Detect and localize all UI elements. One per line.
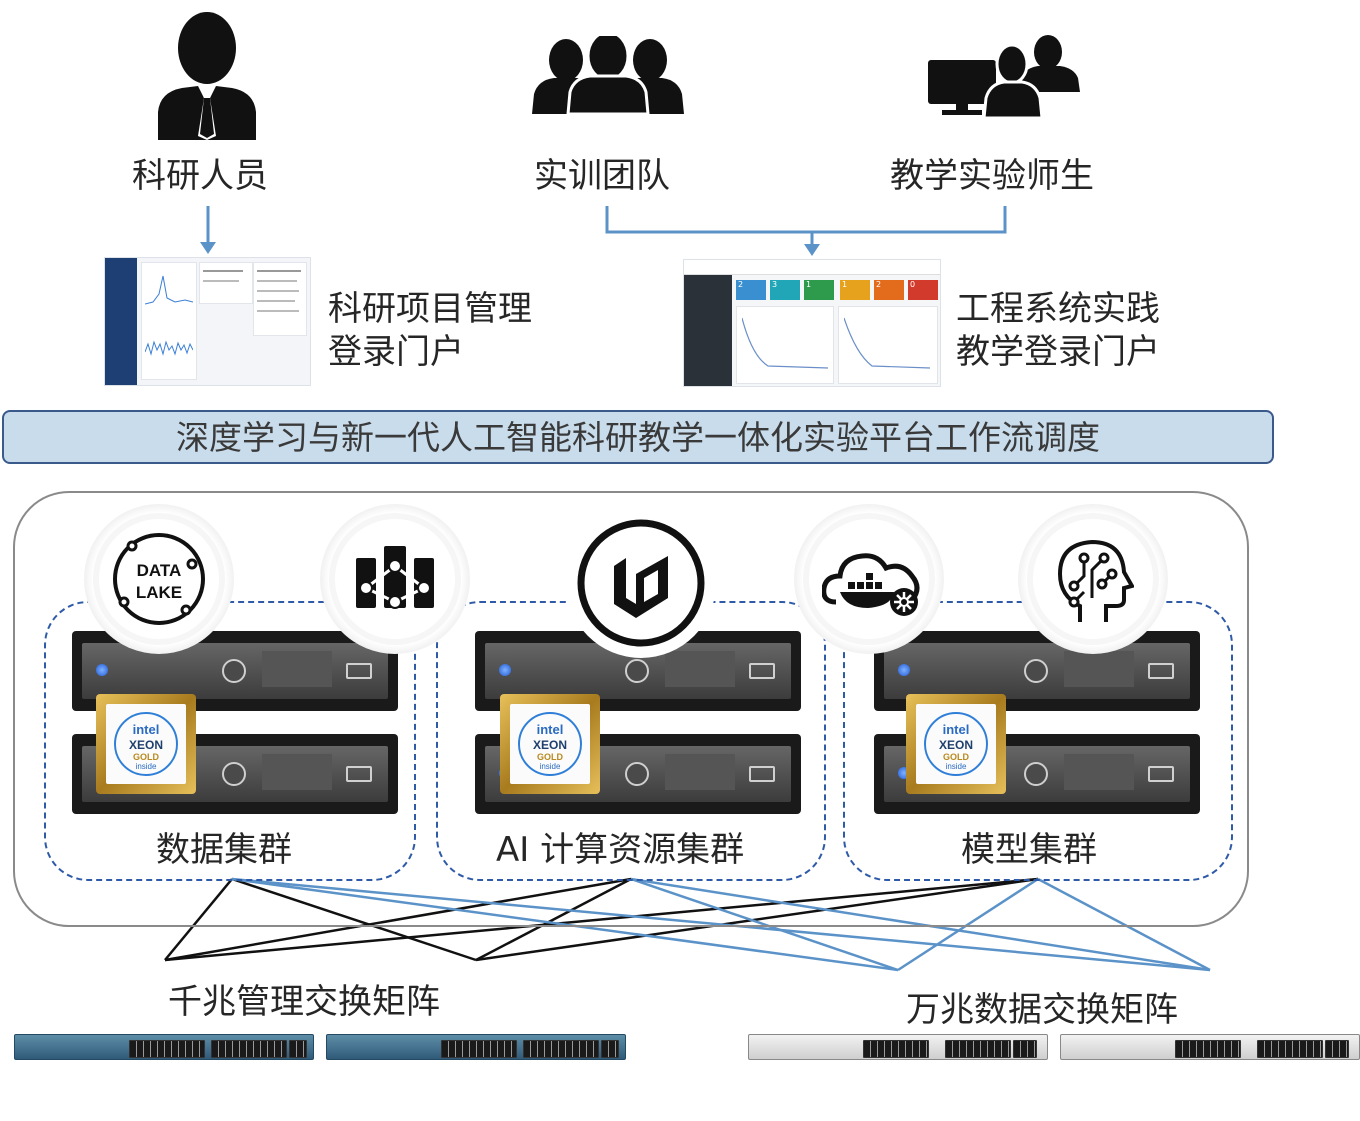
intel-xeon-gold-badge: intel XEON GOLD inside [500, 694, 600, 794]
engineering-portal-label-1: 工程系统实践 [956, 289, 1160, 329]
badge-brand: intel [942, 722, 970, 737]
badge-product: XEON [128, 738, 163, 752]
teachers-students-icon [928, 35, 1080, 118]
research-portal-label-1: 科研项目管理 [328, 289, 532, 329]
ten-gigabit-switch-label: 万兆数据交换矩阵 [906, 990, 1178, 1030]
server-network-icon [356, 546, 434, 609]
dashboard-tile: 1 [840, 280, 870, 300]
ai-compute-cluster-label: AI 计算资源集群 [496, 830, 745, 870]
badge-tier: GOLD [133, 752, 159, 762]
data-lake-icon: DATA LAKE [113, 533, 205, 625]
docker-cloud-icon [822, 553, 920, 616]
intel-xeon-gold-badge: intel XEON GOLD inside [96, 694, 196, 794]
ai-brain-head-icon [1057, 539, 1134, 622]
dashboard-tile: 1 [804, 280, 834, 300]
badge-brand: intel [132, 722, 160, 737]
dashboard-tile: 3 [770, 280, 800, 300]
badge-tier: GOLD [943, 752, 969, 762]
gigabit-switch [14, 1034, 314, 1060]
badge-suffix: inside [539, 762, 561, 771]
engineering-portal-label-2: 教学登录门户 [956, 332, 1160, 372]
data-lake-text-2: LAKE [136, 583, 182, 602]
role-researcher: 科研人员 [132, 156, 268, 196]
distributed-storage-badge [320, 504, 470, 654]
badge-product: XEON [532, 738, 567, 752]
data-lake-badge: DATA LAKE [84, 504, 234, 654]
badge-product: XEON [938, 738, 973, 752]
cluster-frame [13, 491, 1249, 927]
team-icon [532, 36, 684, 114]
docker-kubernetes-badge [794, 504, 944, 654]
researcher-icon [158, 12, 256, 140]
badge-brand: intel [536, 722, 564, 737]
ai-model-badge [1018, 504, 1168, 654]
research-portal-screenshot [104, 257, 311, 386]
ten-gigabit-switch [1060, 1034, 1360, 1060]
research-portal-label-2: 登录门户 [328, 332, 464, 372]
data-cluster-label: 数据集群 [156, 830, 292, 870]
engineering-portal-screenshot: 2 3 1 1 2 0 [683, 259, 941, 387]
dashboard-tile: 2 [736, 280, 766, 300]
ten-gigabit-switch [748, 1034, 1048, 1060]
compute-platform-badge [566, 508, 716, 658]
workflow-scheduling-banner: 深度学习与新一代人工智能科研教学一体化实验平台工作流调度 [2, 410, 1274, 464]
dashboard-tile: 0 [908, 280, 938, 300]
role-teachers-students: 教学实验师生 [890, 156, 1094, 196]
model-cluster-label: 模型集群 [961, 830, 1097, 870]
role-training-team: 实训团队 [534, 156, 670, 196]
intel-xeon-gold-badge: intel XEON GOLD inside [906, 694, 1006, 794]
badge-suffix: inside [135, 762, 157, 771]
dashboard-tile: 2 [874, 280, 904, 300]
data-lake-text-1: DATA [137, 561, 182, 580]
badge-suffix: inside [945, 762, 967, 771]
gigabit-switch [326, 1034, 626, 1060]
gigabit-switch-label: 千兆管理交换矩阵 [168, 982, 440, 1022]
badge-tier: GOLD [537, 752, 563, 762]
platform-logo-icon [577, 519, 705, 647]
